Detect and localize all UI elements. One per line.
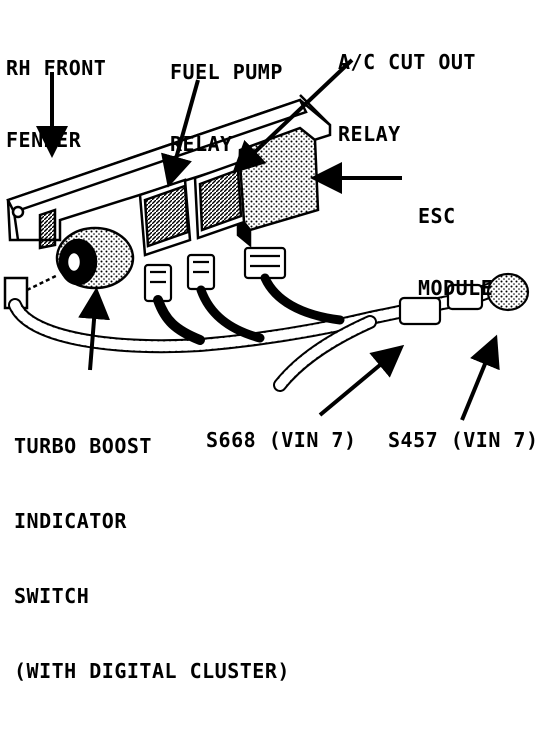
s457-arrow bbox=[460, 334, 500, 421]
turbo-switch-arrow bbox=[78, 287, 111, 371]
esc-module-label: ESC MODULE bbox=[418, 156, 493, 348]
fuel-pump-relay-arrow bbox=[161, 79, 200, 188]
ac-cut-out-relay-body bbox=[193, 160, 246, 240]
s668-arrow bbox=[318, 344, 405, 417]
turbo-boost-switch-body bbox=[3, 226, 135, 310]
esc-module-line1: ESC bbox=[418, 204, 456, 228]
diagram-artwork bbox=[3, 58, 530, 421]
rh-front-fender-line2: FENDER bbox=[6, 128, 82, 152]
component-location-diagram: RH FRONT FENDER FUEL PUMP RELAY A/C CUT … bbox=[3, 2, 539, 683]
fuel-pump-relay-label: FUEL PUMP RELAY bbox=[170, 12, 283, 204]
s668-label: S668 (VIN 7) bbox=[206, 428, 357, 452]
ac-relay-arrow bbox=[232, 58, 354, 174]
turbo-boost-switch-line3: SWITCH bbox=[14, 584, 90, 608]
leader-arrows bbox=[36, 58, 500, 421]
ac-cut-out-relay-line1: A/C CUT OUT bbox=[338, 50, 476, 74]
harness-connectors bbox=[398, 272, 530, 326]
turbo-boost-switch-line1: TURBO BOOST bbox=[14, 434, 152, 458]
esc-module-line2: MODULE bbox=[418, 276, 494, 300]
ac-cut-out-relay-line2: RELAY bbox=[338, 122, 401, 146]
turbo-boost-switch-line2: INDICATOR bbox=[14, 509, 127, 533]
turbo-boost-switch-line4: (WITH DIGITAL CLUSTER) bbox=[14, 659, 290, 683]
fuel-pump-relay-body bbox=[138, 178, 192, 257]
fuel-pump-relay-line1: FUEL PUMP bbox=[170, 60, 283, 84]
rh-front-fender-label: RH FRONT FENDER bbox=[6, 8, 106, 200]
fuel-pump-relay-line2: RELAY bbox=[170, 132, 233, 156]
rh-front-fender-line1: RH FRONT bbox=[6, 56, 107, 80]
ac-cut-out-relay-label: A/C CUT OUT RELAY bbox=[338, 2, 476, 194]
s457-label: S457 (VIN 7) bbox=[388, 428, 539, 452]
